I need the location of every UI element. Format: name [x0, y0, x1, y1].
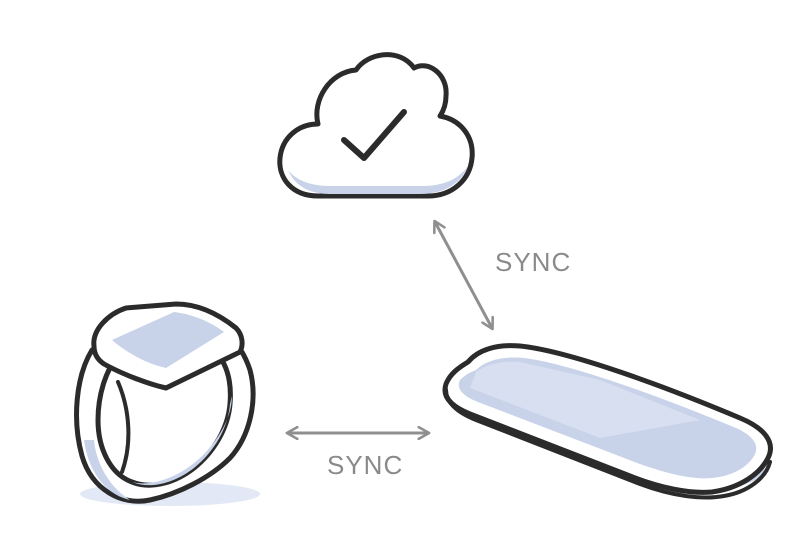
watch-band-shade-left	[84, 440, 130, 500]
cloud-check-icon	[277, 52, 475, 199]
cloud-inner-shade	[288, 166, 468, 194]
watch-face-screen	[112, 312, 224, 368]
smartwatch-icon	[74, 301, 260, 506]
watch-band-inner	[116, 380, 131, 474]
cloud-phone-sync-arrow	[435, 222, 492, 328]
cloud-body	[277, 52, 475, 199]
cloud-phone-sync-label: SYNC	[495, 247, 572, 277]
phone-screen-highlight	[470, 361, 700, 438]
watch-phone-sync-label: SYNC	[327, 450, 404, 480]
smartphone-icon	[442, 343, 773, 500]
checkmark-icon	[341, 109, 407, 161]
phone-edge	[444, 388, 772, 500]
